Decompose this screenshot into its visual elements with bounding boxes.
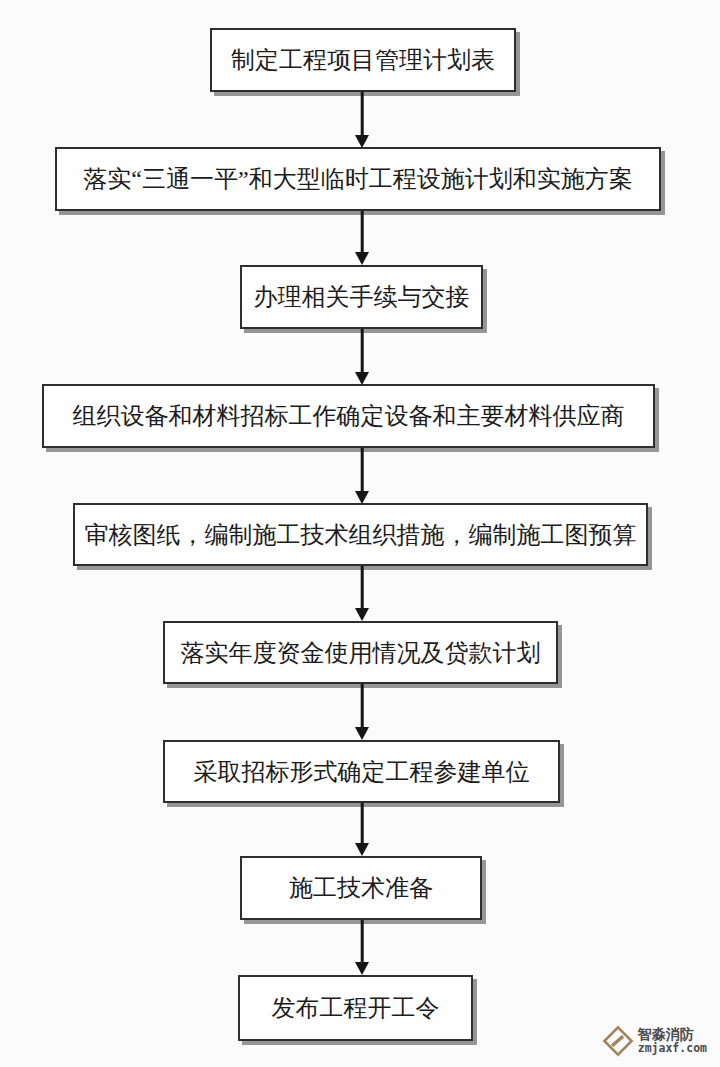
flow-step-1: 制定工程项目管理计划表 [210,28,516,92]
flow-step-9: 发布工程开工令 [238,975,473,1041]
zmjaxf-logo-icon [601,1024,635,1058]
flow-arrow-5 [354,566,370,621]
flow-arrow-1 [354,92,370,148]
flow-arrow-6 [354,684,370,740]
flow-step-3-label: 办理相关手续与交接 [254,281,470,313]
flow-step-5-label: 审核图纸，编制施工技术组织措施，编制施工图预算 [85,519,637,551]
flow-step-2: 落实“三通一平”和大型临时工程设施计划和实施方案 [55,147,661,211]
flow-step-8: 施工技术准备 [240,856,482,920]
flow-arrow-4 [354,448,370,504]
flow-step-7-label: 采取招标形式确定工程参建单位 [194,756,530,788]
flow-step-1-label: 制定工程项目管理计划表 [231,44,495,76]
flow-step-4: 组织设备和材料招标工作确定设备和主要材料供应商 [42,384,655,448]
flow-step-6-label: 落实年度资金使用情况及贷款计划 [181,637,541,669]
watermark-brand: 智淼消防 [638,1027,707,1042]
flow-step-6: 落实年度资金使用情况及贷款计划 [163,621,558,684]
flow-arrow-8 [354,920,370,975]
flow-step-5: 审核图纸，编制施工技术组织措施，编制施工图预算 [73,503,648,566]
flow-arrow-7 [354,803,370,856]
flow-arrow-2 [354,211,370,265]
flow-step-7: 采取招标形式确定工程参建单位 [163,740,560,803]
watermark-site: zmjaxf.com [638,1042,707,1055]
flow-step-9-label: 发布工程开工令 [272,992,440,1024]
watermark: 智淼消防 zmjaxf.com [601,1024,707,1058]
flow-step-8-label: 施工技术准备 [289,872,433,904]
flow-arrow-3 [354,329,370,385]
flow-step-3: 办理相关手续与交接 [240,265,483,329]
flow-step-2-label: 落实“三通一平”和大型临时工程设施计划和实施方案 [83,163,632,195]
flow-step-4-label: 组织设备和材料招标工作确定设备和主要材料供应商 [73,400,625,432]
